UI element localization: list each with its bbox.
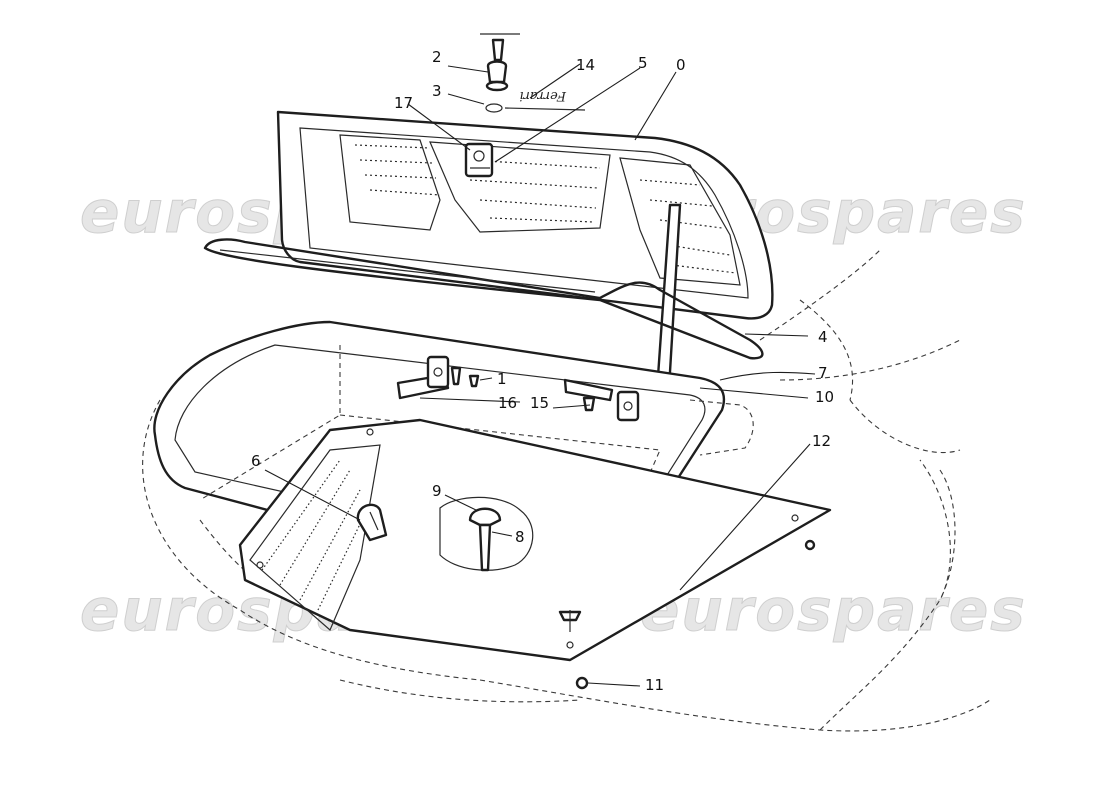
callout-9: 9 xyxy=(432,482,442,500)
leader-lines xyxy=(264,63,816,687)
spare-wheel-clamp xyxy=(439,496,534,572)
callout-11: 11 xyxy=(645,676,664,694)
hinge-left xyxy=(396,355,462,400)
callout-12: 12 xyxy=(812,432,831,450)
callout-2: 2 xyxy=(432,48,442,66)
lid-bolt-assembly xyxy=(480,33,520,113)
callout-7: 7 xyxy=(818,364,828,382)
callout-labels: 0 1 2 3 4 5 6 7 8 9 10 11 12 14 15 16 17 xyxy=(251,48,834,694)
ferrari-badge: Ferrari xyxy=(504,88,586,111)
callout-6: 6 xyxy=(251,452,261,470)
callout-10: 10 xyxy=(815,388,834,406)
lid-lock-mechanism xyxy=(464,142,494,178)
badge-text: Ferrari xyxy=(519,88,567,103)
callout-16: 16 xyxy=(498,394,517,412)
callout-4: 4 xyxy=(818,328,828,346)
trunk-floor-mat xyxy=(238,418,832,662)
hinge-right xyxy=(563,378,640,422)
hinge-screw xyxy=(468,374,480,388)
latch-striker xyxy=(356,503,388,542)
trunk-seal xyxy=(203,238,764,360)
watermark-bottom-right: eurospares xyxy=(640,576,1027,644)
callout-3: 3 xyxy=(432,82,442,100)
callout-5: 5 xyxy=(638,54,648,72)
callout-0: 0 xyxy=(676,56,686,74)
callout-1: 1 xyxy=(497,370,507,388)
callout-17: 17 xyxy=(394,94,413,112)
callout-14: 14 xyxy=(576,56,595,74)
floor-fastener xyxy=(558,539,816,690)
callout-8: 8 xyxy=(515,528,525,546)
callout-15: 15 xyxy=(530,394,549,412)
